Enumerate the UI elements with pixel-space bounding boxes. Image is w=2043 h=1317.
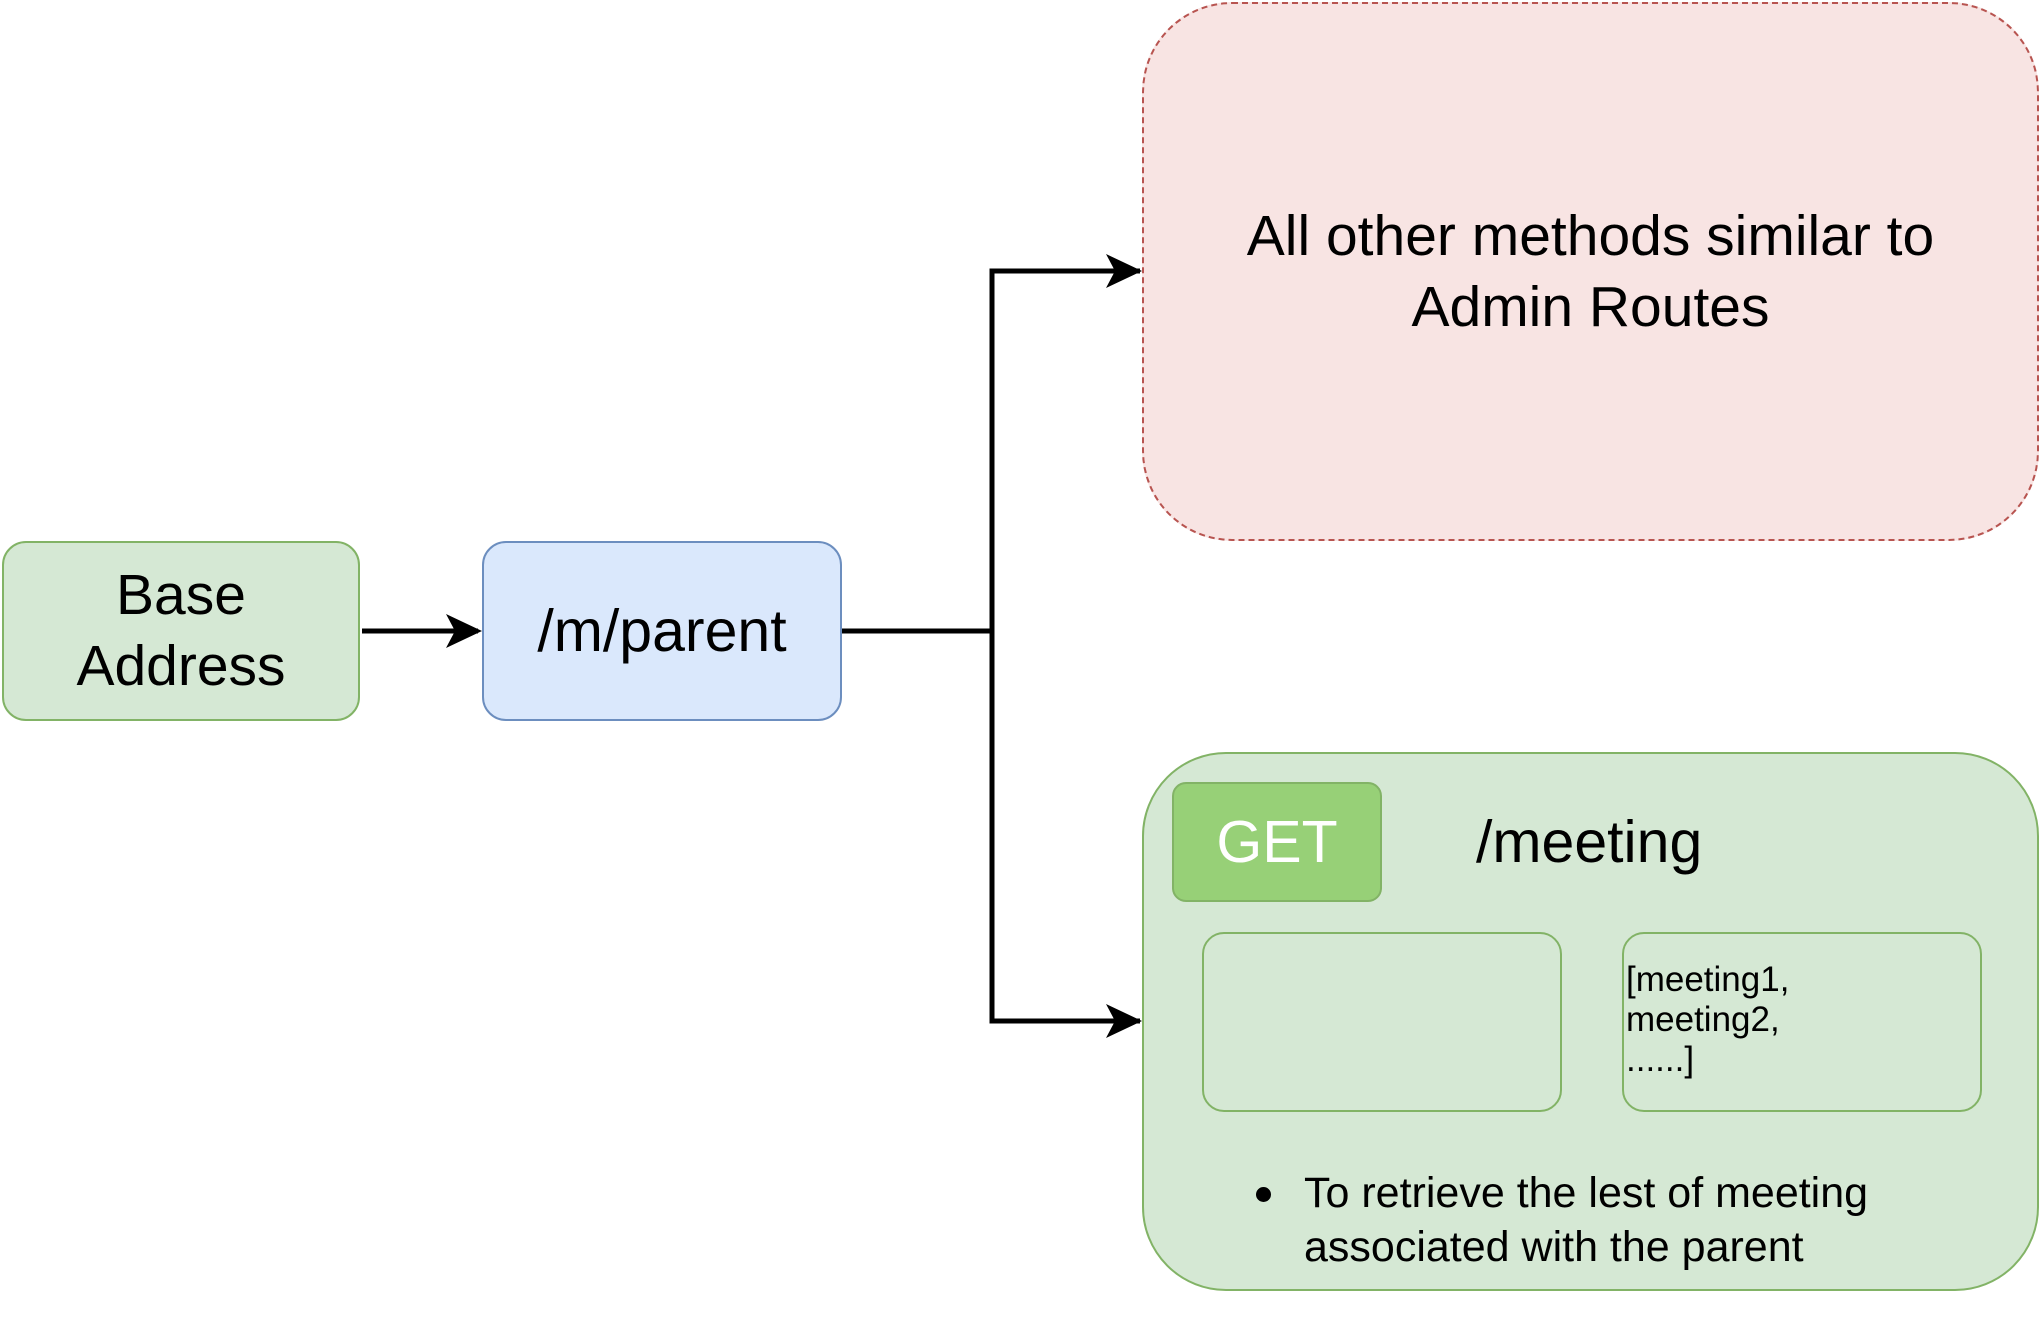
meeting-path: /meeting — [1476, 782, 1702, 902]
response-line: [meeting1, — [1626, 960, 1790, 999]
meeting-endpoint-node: GET /meeting [meeting1, meeting2, ......… — [1142, 752, 2039, 1291]
response-box: [meeting1, meeting2, ......] — [1622, 932, 1982, 1112]
meeting-path-label: /meeting — [1476, 809, 1703, 875]
base-address-node: Base Address — [2, 541, 360, 721]
parent-route-label: /m/parent — [537, 598, 787, 664]
other-methods-node: All other methods similar to Admin Route… — [1142, 2, 2039, 541]
edge-parent-branch — [989, 268, 1140, 1024]
other-methods-line2: Admin Routes — [1411, 274, 1770, 339]
response-line: meeting2, — [1626, 1000, 1780, 1039]
request-box — [1202, 932, 1562, 1112]
base-address-line2: Address — [76, 634, 286, 698]
get-method-label: GET — [1216, 809, 1338, 875]
parent-route-node: /m/parent — [482, 541, 842, 721]
base-address-line1: Base — [116, 563, 246, 627]
arrowhead-meeting — [1106, 1004, 1142, 1038]
get-method-badge: GET — [1172, 782, 1382, 902]
meeting-description: To retrieve the lest of meeting associat… — [1256, 1166, 2004, 1274]
meeting-description-text: To retrieve the lest of meeting associat… — [1304, 1169, 1869, 1271]
arrowhead-parent — [446, 614, 482, 648]
arrowhead-other-methods — [1106, 254, 1142, 288]
response-line: ......] — [1626, 1040, 1695, 1079]
other-methods-line1: All other methods similar to — [1246, 203, 1935, 268]
bullet-icon — [1256, 1187, 1271, 1202]
